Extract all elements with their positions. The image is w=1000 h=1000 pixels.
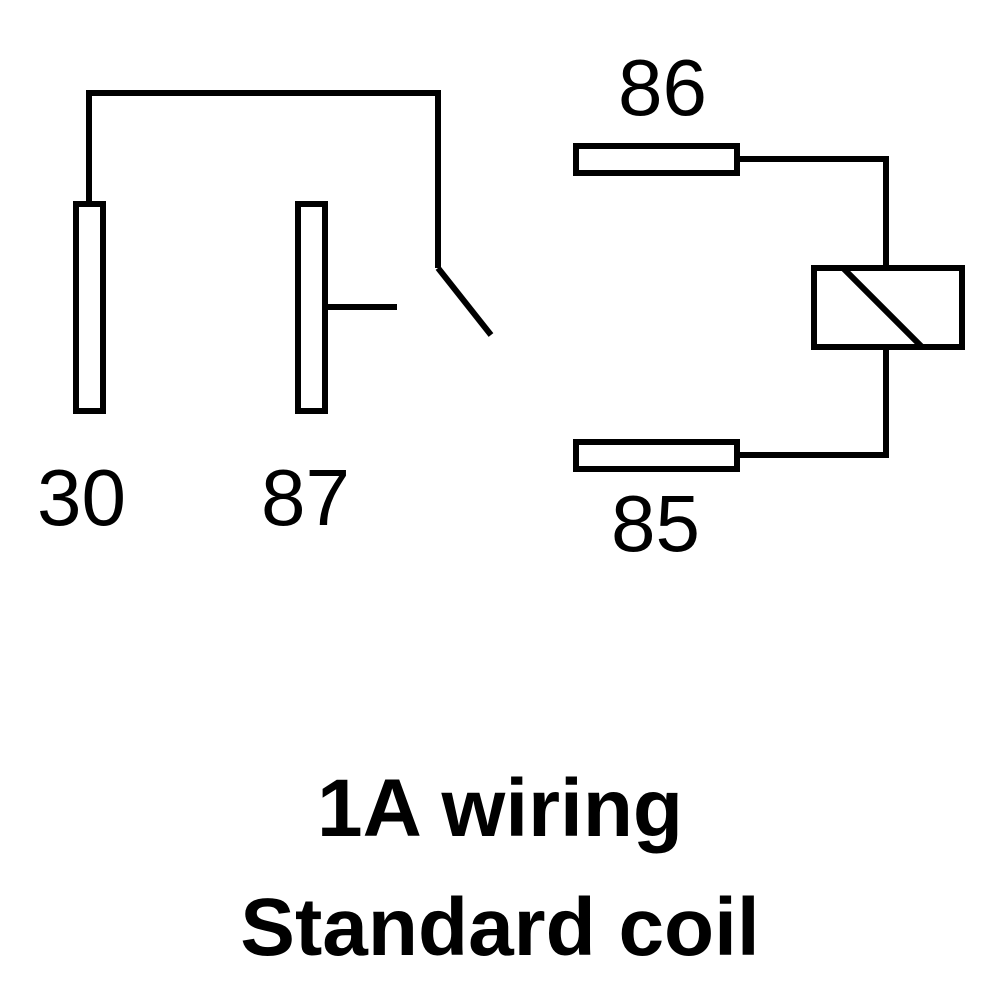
switch-arm bbox=[435, 266, 494, 337]
pin-86-terminal bbox=[573, 143, 740, 176]
pin-85-terminal bbox=[573, 439, 740, 472]
pin-30-common-wire bbox=[86, 90, 441, 268]
coil-symbol bbox=[811, 265, 965, 350]
pin-85-coil-wire bbox=[737, 347, 889, 458]
pin-87-label: 87 bbox=[261, 453, 350, 542]
coil-diagonal bbox=[840, 265, 925, 350]
caption-coil-type: Standard coil bbox=[240, 882, 760, 973]
pin-30-label: 30 bbox=[37, 453, 126, 542]
pin-85-label: 85 bbox=[611, 479, 700, 568]
pin-86-coil-wire bbox=[737, 156, 889, 268]
pin-86-label: 86 bbox=[618, 43, 707, 132]
pin-30-terminal bbox=[73, 201, 106, 414]
caption-wiring-type: 1A wiring bbox=[317, 763, 683, 854]
pin-87-terminal bbox=[295, 201, 328, 414]
